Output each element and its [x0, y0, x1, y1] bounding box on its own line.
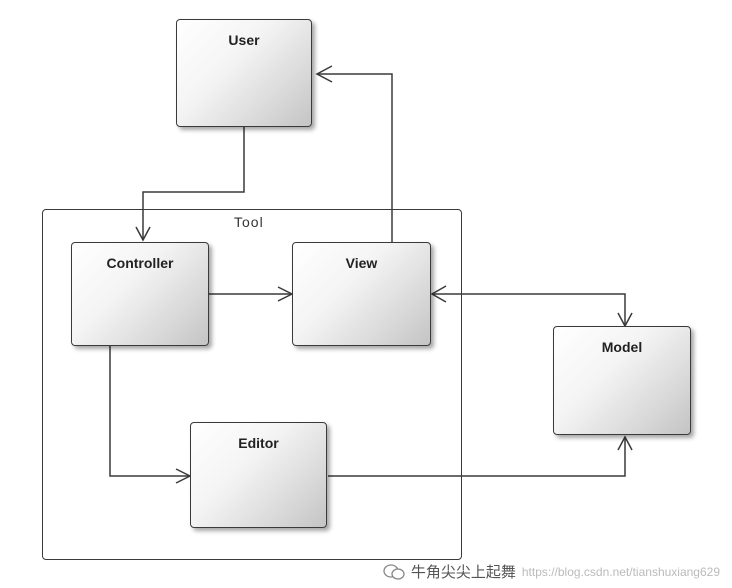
controller-node-label: Controller [106, 255, 174, 271]
arrowhead-user [315, 65, 333, 83]
edge-controller-editor [109, 346, 190, 477]
controller-node: Controller [71, 242, 209, 346]
edge-view-user [317, 73, 393, 242]
watermark-url: https://blog.csdn.net/tianshuxiang629 [521, 564, 720, 579]
editor-node: Editor [190, 422, 327, 528]
watermark: 牛角尖尖上起舞 https://blog.csdn.net/tianshuxia… [383, 561, 720, 582]
tool-container-label: Tool [234, 214, 264, 230]
model-node: Model [553, 326, 691, 435]
tool-container [42, 209, 462, 560]
user-node: User [176, 19, 312, 127]
view-node-label: View [345, 255, 378, 271]
watermark-text: 牛角尖尖上起舞 [410, 564, 516, 581]
user-node-label: User [228, 32, 260, 48]
view-node: View [292, 242, 431, 346]
edge-view-model [432, 293, 626, 326]
edge-editor-model [328, 437, 626, 477]
arrowhead-view-from-model [430, 285, 447, 303]
wechat-icon [383, 563, 405, 580]
model-node-label: Model [601, 339, 643, 355]
editor-node-label: Editor [238, 435, 279, 451]
arrowhead-model-from-editor [617, 435, 633, 451]
arrowhead-controller [135, 226, 151, 242]
edge-user-controller [142, 127, 245, 240]
